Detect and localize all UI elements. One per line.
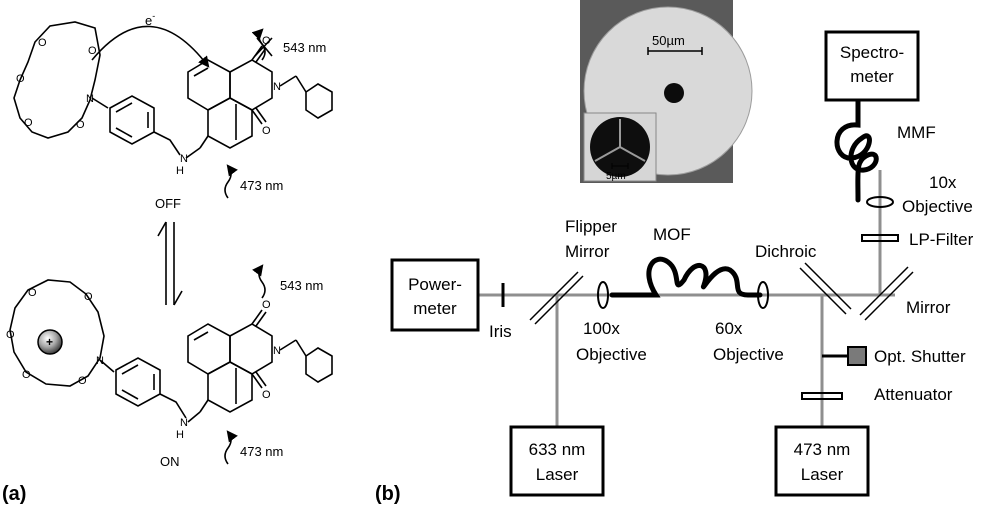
- mof-fiber: [609, 256, 763, 298]
- off-emission-label: 543 nm: [283, 40, 326, 55]
- objective-100x-label-2: Objective: [576, 345, 647, 364]
- imide-on-o-top: O: [262, 299, 271, 311]
- bound-cation: [37, 329, 63, 355]
- laser-633-label-1: 633 nm: [529, 440, 586, 459]
- attenuator: [801, 392, 843, 400]
- on-emission-label: 543 nm: [280, 278, 323, 293]
- flipper-label-1: Flipper: [565, 217, 617, 236]
- benzyl-ring-on: [305, 347, 333, 383]
- iris-label: Iris: [489, 322, 512, 341]
- objective-100x-label-1: 100x: [583, 319, 620, 338]
- optical-shutter: [822, 346, 867, 366]
- powermeter-label-2: meter: [413, 299, 457, 318]
- imide-o-top: O: [262, 35, 271, 47]
- objective-60x-lens: [757, 281, 769, 309]
- crown-o-1: O: [38, 37, 47, 49]
- flipper-label-2: Mirror: [565, 242, 610, 261]
- crown-on-o-2: O: [6, 329, 15, 341]
- flipper-mirror: [529, 271, 584, 325]
- molecule-off: [13, 21, 333, 199]
- laser-473-label-2: Laser: [801, 465, 844, 484]
- lp-filter-label: LP-Filter: [909, 230, 974, 249]
- panel-a-text: e- 543 nm 473 nm OFF 543 nm 473 nm ON O …: [2, 11, 326, 505]
- cation-sign: +: [46, 335, 53, 349]
- amine-on-n-label: N: [96, 355, 104, 367]
- imide-n-label: N: [273, 81, 281, 93]
- inset-scale-label: 50µm: [652, 33, 685, 48]
- mirror-label: Mirror: [906, 298, 951, 317]
- panel-a-label: (a): [2, 483, 26, 505]
- lp-filter: [861, 234, 899, 242]
- electron-label: e-: [145, 11, 155, 28]
- objective-10x-label-2: Objective: [902, 197, 973, 216]
- off-excitation-label: 473 nm: [240, 178, 283, 193]
- crown-o-2: O: [16, 73, 25, 85]
- crown-o-3: O: [24, 117, 33, 129]
- laser-633-label-2: Laser: [536, 465, 579, 484]
- naphthalimide-on: [187, 323, 231, 375]
- objective-60x-label-2: Objective: [713, 345, 784, 364]
- mmf-label: MMF: [897, 123, 936, 142]
- panel-b: [390, 0, 920, 497]
- panel-b-text: 50µm 5µm Spectro- meter MMF 10x Objectiv…: [375, 33, 974, 505]
- objective-60x-label-1: 60x: [715, 319, 743, 338]
- amine-n-label: N: [86, 93, 94, 105]
- panel-a: [9, 21, 333, 465]
- on-state-label: ON: [160, 454, 180, 469]
- imide-on-o-bottom: O: [262, 389, 271, 401]
- nh-h-label: H: [176, 165, 184, 177]
- fiber-sem-inset: [580, 0, 753, 183]
- molecule-on: [9, 264, 333, 465]
- attenuator-label: Attenuator: [874, 385, 953, 404]
- spectrometer-label-2: meter: [850, 67, 894, 86]
- off-state-label: OFF: [155, 196, 181, 211]
- objective-10x-lens: [866, 196, 894, 208]
- naphthalimide-off: [187, 59, 231, 111]
- laser-633-box: [509, 425, 605, 497]
- fold-mirror: [859, 266, 914, 321]
- nh-n-label: N: [180, 153, 188, 165]
- imide-on-n-label: N: [273, 345, 281, 357]
- powermeter-box: [390, 258, 480, 332]
- opt-shutter-label: Opt. Shutter: [874, 347, 966, 366]
- inset-core-scale-label: 5µm: [606, 171, 626, 182]
- crown-on-o-5: O: [84, 291, 93, 303]
- crown-o-4: O: [76, 119, 85, 131]
- objective-100x-lens: [597, 281, 609, 309]
- mof-label: MOF: [653, 225, 691, 244]
- crown-ether-ring: [13, 21, 101, 139]
- dichroic-mirror: [799, 262, 852, 315]
- objective-10x-label-1: 10x: [929, 173, 957, 192]
- laser-473-label-1: 473 nm: [794, 440, 851, 459]
- spectrometer-box: [824, 30, 920, 102]
- crown-on-o-1: O: [28, 287, 37, 299]
- benzyl-ring-off: [305, 83, 333, 119]
- spectrometer-label-1: Spectro-: [840, 43, 904, 62]
- equilibrium-arrows: [157, 221, 183, 306]
- panel-b-label: (b): [375, 483, 401, 505]
- electron-transfer-arrow: [91, 25, 210, 68]
- crown-o-5: O: [88, 45, 97, 57]
- crown-on-o-3: O: [22, 369, 31, 381]
- crown-ether-ring-on: [9, 279, 105, 387]
- nh-on-n-label: N: [180, 417, 188, 429]
- powermeter-label-1: Power-: [408, 275, 462, 294]
- nh-on-h-label: H: [176, 429, 184, 441]
- laser-473-box: [774, 425, 870, 497]
- dichroic-label: Dichroic: [755, 242, 817, 261]
- crown-on-o-4: O: [78, 375, 87, 387]
- imide-o-bottom: O: [262, 125, 271, 137]
- on-excitation-label: 473 nm: [240, 444, 283, 459]
- mmf-fiber: [834, 97, 879, 203]
